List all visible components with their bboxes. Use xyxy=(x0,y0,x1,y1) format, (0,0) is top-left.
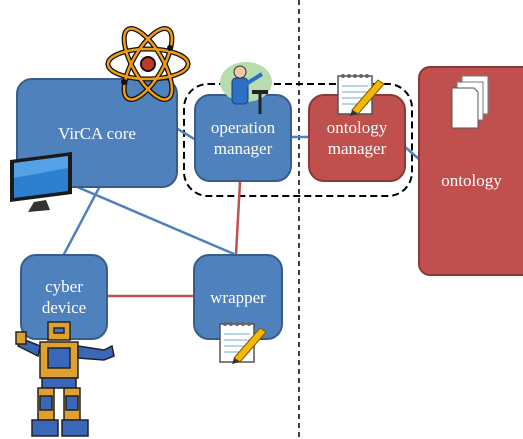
cyber-device-label: cyber device xyxy=(41,277,87,317)
link-core-operation xyxy=(175,126,197,142)
link-ontology-manager-ontology xyxy=(403,145,421,161)
operation-manager-node[interactable]: operation manager xyxy=(194,94,292,182)
atom-icon xyxy=(105,26,191,102)
ontology-label: ontology xyxy=(441,171,502,190)
documents-icon xyxy=(451,75,489,129)
ontology-manager-label: ontology manager xyxy=(326,118,388,158)
wrapper-label: wrapper xyxy=(210,287,266,307)
link-core-wrapper xyxy=(74,184,235,256)
notepad-pencil-icon xyxy=(337,74,385,116)
presenter-icon xyxy=(220,62,272,114)
monitor-icon xyxy=(10,152,72,212)
notepad-pencil-icon xyxy=(219,322,267,364)
link-core-cyber xyxy=(60,185,102,259)
robot-icon xyxy=(15,321,115,437)
link-operation-wrapper xyxy=(234,181,242,255)
virca-core-label: VirCA core xyxy=(58,123,136,143)
manager-group-outline xyxy=(183,83,413,197)
operation-manager-label: operation manager xyxy=(210,118,276,158)
